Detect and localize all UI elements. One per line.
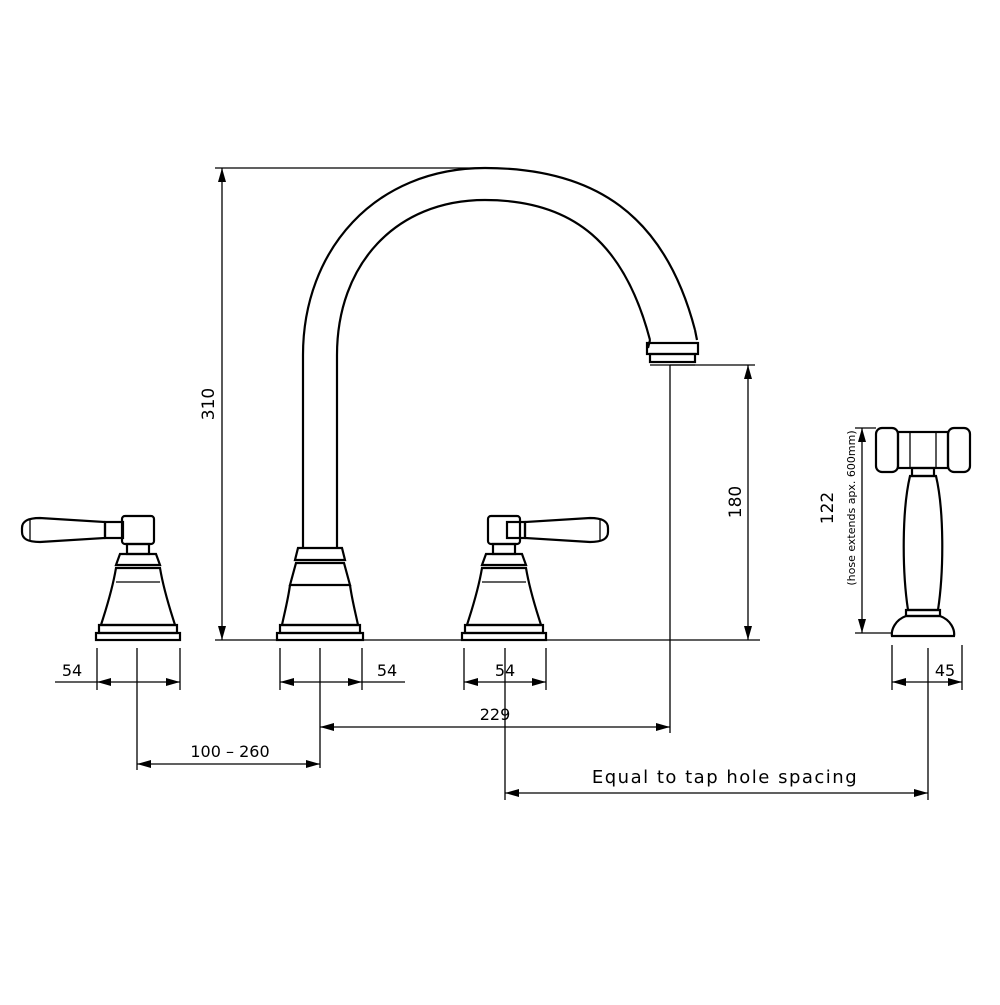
label-310: 310 — [199, 388, 219, 420]
spout — [275, 166, 700, 642]
arrow-54-right-a — [464, 678, 478, 686]
dim-tap-hole-range: 100 – 260 — [136, 648, 320, 770]
dim-spray-base-width: 45 — [891, 645, 963, 690]
dim-spout-base-width: 54 — [279, 648, 405, 690]
arrow-45-a — [892, 678, 906, 686]
left-handle-head — [120, 514, 156, 546]
spout-base-body — [280, 584, 360, 627]
spray-neck — [910, 466, 936, 478]
dim-left-handle-width: 54 — [55, 648, 181, 690]
arrow-spacing-b — [914, 789, 928, 797]
spout-collar — [293, 546, 347, 562]
spout-neck — [288, 561, 352, 587]
right-handle-foot — [460, 631, 548, 642]
left-handle-foot — [94, 631, 182, 642]
aerator-body — [648, 352, 697, 364]
right-handle-plate — [463, 623, 545, 635]
left-lever — [20, 516, 107, 544]
right-handle-stem — [491, 542, 517, 556]
spout-tip-joint — [646, 329, 699, 349]
left-lever-hub — [103, 520, 125, 540]
arrow-310-top — [218, 168, 226, 182]
arrow-54-spout-b — [348, 678, 362, 686]
dim-spray-height: 122 (hose extends apx. 600mm) — [818, 427, 892, 634]
arrow-54-left-b — [166, 678, 180, 686]
spray-head-body — [896, 430, 950, 470]
dim-spout-height: 180 — [670, 364, 755, 640]
spout-outer-curve — [301, 166, 697, 548]
arrow-range-b — [306, 760, 320, 768]
right-handle-collar — [480, 552, 528, 567]
arrow-229-a — [320, 723, 334, 731]
left-handle-collar — [114, 552, 162, 567]
arrow-122-top — [858, 428, 866, 442]
dim-overall-height: 310 — [199, 167, 485, 640]
label-100-260: 100 – 260 — [190, 742, 269, 761]
spray-base — [890, 614, 956, 638]
right-lever-hub — [505, 520, 527, 540]
right-handle-body — [465, 566, 543, 627]
spray-handle — [902, 474, 944, 612]
arrow-54-left-a — [97, 678, 111, 686]
side-spray — [874, 426, 972, 638]
right-handle-head — [486, 514, 522, 546]
spout-base-plate — [278, 623, 362, 635]
arrow-spacing-a — [505, 789, 519, 797]
left-handle-stem — [125, 542, 151, 556]
arrow-range-a — [137, 760, 151, 768]
aerator-ring — [645, 341, 700, 356]
spray-left-cap — [874, 426, 900, 474]
dim-spray-spacing: Equal to tap hole spacing — [504, 648, 929, 800]
arrow-54-right-b — [532, 678, 546, 686]
label-hose-note: (hose extends apx. 600mm) — [845, 430, 858, 585]
spray-right-cap — [946, 426, 972, 474]
dim-spout-reach: 229 — [319, 365, 671, 768]
left-handle — [20, 514, 182, 642]
right-lever — [523, 516, 610, 544]
label-45: 45 — [935, 661, 955, 680]
arrow-180-top — [744, 365, 752, 379]
arrow-180-bottom — [744, 626, 752, 640]
label-54-spout: 54 — [377, 661, 397, 680]
arrow-310-bottom — [218, 626, 226, 640]
spout-base-foot — [275, 631, 365, 642]
label-54-left: 54 — [62, 661, 82, 680]
arrow-54-spout-a — [280, 678, 294, 686]
left-handle-body — [99, 566, 177, 627]
label-spacing: Equal to tap hole spacing — [592, 767, 858, 788]
arrow-122-bottom — [858, 619, 866, 633]
label-229: 229 — [480, 705, 511, 724]
arrow-45-b — [948, 678, 962, 686]
label-122: 122 — [818, 492, 838, 524]
label-180: 180 — [726, 486, 746, 518]
spout-inner-curve — [335, 198, 652, 548]
left-handle-plate — [97, 623, 179, 635]
arrow-229-b — [656, 723, 670, 731]
right-handle — [460, 514, 610, 642]
